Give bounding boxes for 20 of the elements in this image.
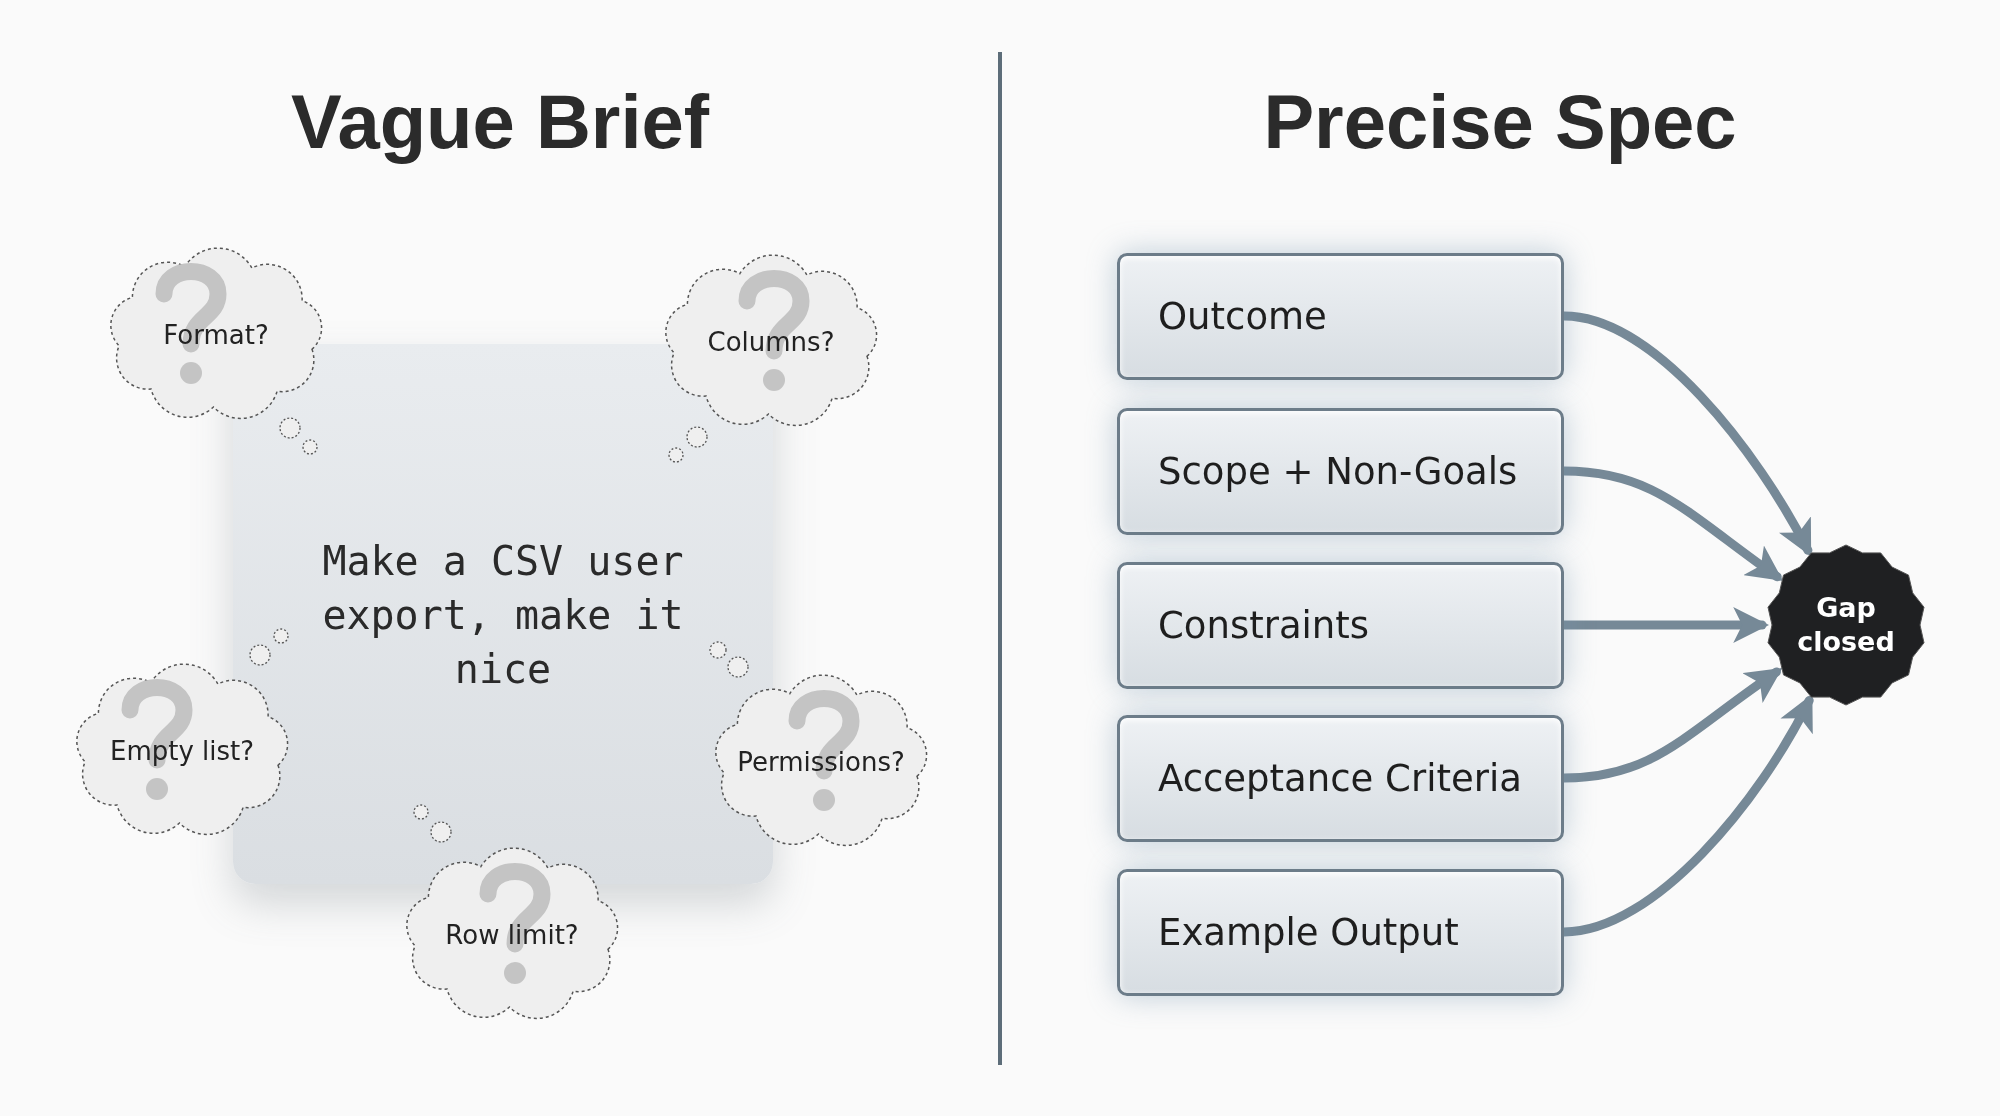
spec-box (1117, 252, 1564, 380)
spec-label: Scope + Non-Goals (1158, 449, 1518, 493)
spec-box (1117, 868, 1564, 996)
spec-box (1117, 407, 1564, 535)
brief-text: Make a CSV user export, make it nice (321, 537, 685, 694)
question-text: Permissions? (736, 747, 906, 777)
spec-box (1117, 714, 1564, 842)
spec-label: Example Output (1158, 910, 1459, 954)
spec-label: Constraints (1158, 603, 1370, 647)
badge-text: Gap closed (1796, 591, 1896, 659)
question-text: Empty list? (108, 736, 256, 766)
section-title: Vague Brief (289, 78, 711, 165)
spec-box (1117, 561, 1564, 689)
spec-label: Acceptance Criteria (1158, 756, 1522, 800)
question-text: Format? (162, 320, 270, 350)
question-text: Row limit? (444, 920, 580, 950)
question-text: Columns? (706, 327, 836, 357)
badge (1766, 545, 1926, 705)
spec-label: Outcome (1158, 294, 1327, 338)
section-title: Precise Spec (1262, 78, 1738, 165)
